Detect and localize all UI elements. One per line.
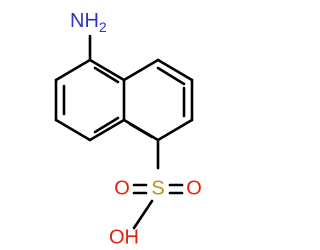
bond-c5-c7 [122,58,160,82]
double-bond-lower-top [156,66,186,86]
double-bond-upper-bottom [93,116,120,134]
bond-c6-c1 [88,58,126,82]
bond-c3-c4 [54,118,92,142]
bond-c9-c10 [156,118,194,142]
amine-label: NH2 [70,10,107,34]
hydroxyl-label: OH [109,226,139,248]
bond-c1-c2 [54,58,92,82]
oxygen-right-label: O [186,177,202,199]
bond-c7-c8 [156,58,194,82]
double-bond-upper-top [93,66,120,84]
sulfur-label: S [151,177,164,199]
structure-diagram: NH2 S O O OH [54,10,202,248]
oxygen-left-label: O [114,177,130,199]
bond-c4-c5 [88,118,126,142]
double-bond-lower-bottom [128,122,154,139]
bond-s-oh [132,199,154,230]
